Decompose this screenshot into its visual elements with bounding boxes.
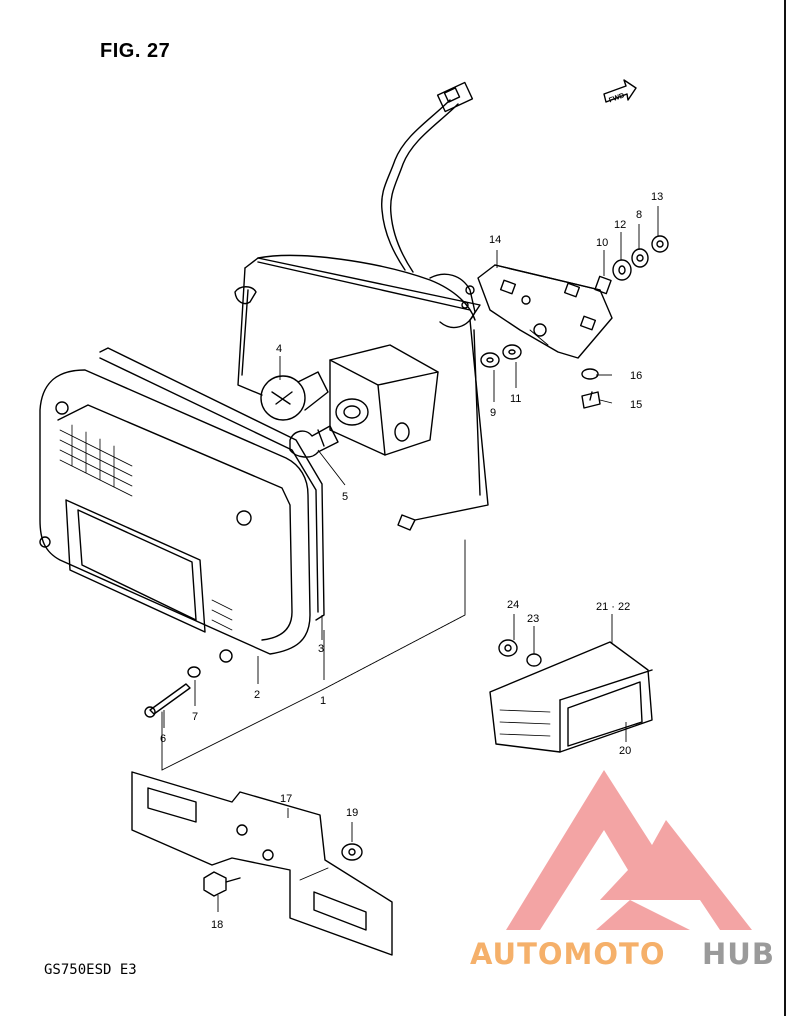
washer-11: [502, 344, 522, 360]
callout-13: 13: [651, 191, 663, 203]
callout-5: 5: [342, 491, 348, 503]
callout-21-22: 21 · 22: [596, 601, 630, 613]
bolt-15: [581, 391, 601, 409]
callout-15: 15: [630, 399, 642, 411]
callout-20: 20: [619, 745, 631, 757]
leader-lines: [161, 329, 549, 881]
callout-2: 2: [254, 689, 260, 701]
bolt-18: [203, 871, 241, 897]
callout-16: 16: [630, 370, 642, 382]
reflector: [489, 641, 653, 753]
washer-8: [631, 248, 649, 268]
washer-9: [480, 352, 500, 368]
callout-12: 12: [614, 219, 626, 231]
callout-1: 1: [320, 695, 326, 707]
watermark-text-a: AUTOMOTO: [470, 937, 665, 971]
callout-7: 7: [192, 711, 198, 723]
watermark-logo: [506, 770, 752, 930]
lens: [39, 369, 311, 663]
callout-3: 3: [318, 643, 324, 655]
screw-6: [144, 683, 191, 718]
bulb-4: [260, 371, 329, 421]
right-edge-bar: [784, 0, 800, 1016]
callout-8: 8: [636, 209, 642, 221]
wire-harness: [380, 81, 474, 273]
stay-bracket: [477, 264, 613, 359]
spacer-10: [594, 275, 612, 295]
callout-labels: 1 2 3 4 5 6 7 8 9 10 11 12 13 14 15 16 1…: [160, 191, 663, 931]
watermark-text-b: HUB: [702, 937, 775, 971]
callout-18: 18: [211, 919, 223, 931]
callout-19: 19: [346, 807, 358, 819]
bulb-socket: [329, 344, 439, 456]
callout-11: 11: [510, 393, 521, 405]
callout-14: 14: [489, 234, 501, 246]
gasket: [99, 347, 325, 621]
callout-6: 6: [160, 733, 166, 745]
callout-4: 4: [276, 343, 282, 355]
callout-9: 9: [490, 407, 496, 419]
nut-24: [498, 639, 518, 657]
washer-12: [612, 259, 632, 281]
callout-24: 24: [507, 599, 519, 611]
washer-23: [526, 653, 542, 667]
washer-7: [187, 666, 201, 678]
callout-leaders: [163, 206, 659, 912]
nut-13: [651, 235, 669, 253]
figure-title: FIG. 27: [100, 40, 171, 62]
callout-17: 17: [280, 793, 292, 805]
callout-10: 10: [596, 237, 608, 249]
fwd-arrow-icon: [603, 79, 637, 103]
nut-19: [341, 843, 363, 861]
model-code: GS750ESD E3: [44, 962, 137, 978]
lamp-housing: [234, 254, 489, 531]
license-bracket: [131, 771, 393, 956]
bulb-5: [289, 425, 339, 458]
callout-23: 23: [527, 613, 539, 625]
washer-16: [581, 368, 599, 380]
